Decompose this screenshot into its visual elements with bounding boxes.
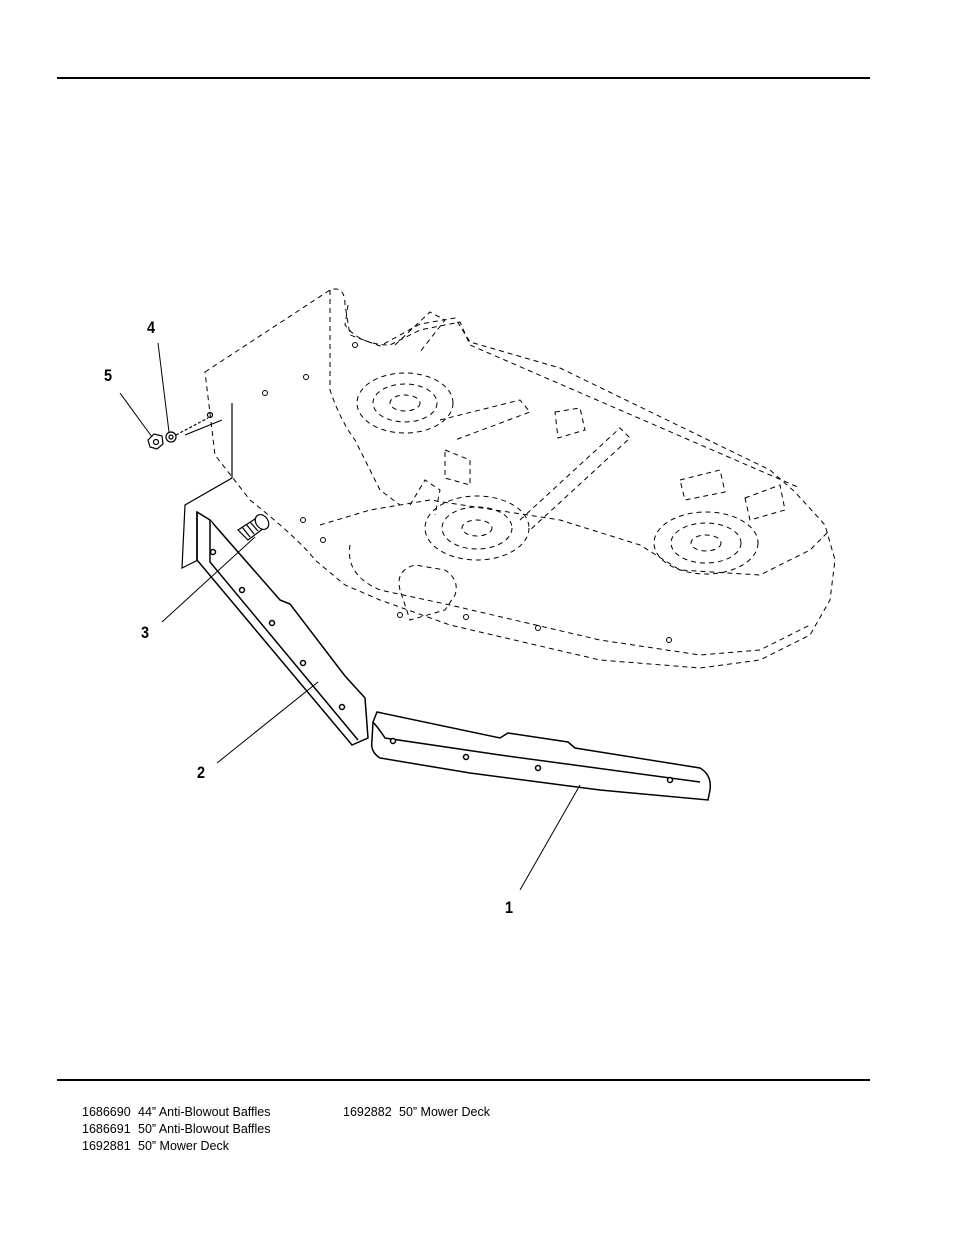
part-list-left: 1686690 44” Anti-Blowout Baffles 1686691 5… xyxy=(82,1104,270,1155)
footer-rule xyxy=(57,1079,870,1081)
part-number: 1692882 xyxy=(343,1105,392,1119)
part-number: 1692881 xyxy=(82,1139,131,1153)
part-description: 50” Anti-Blowout Baffles xyxy=(138,1122,271,1136)
side-plate xyxy=(181,403,233,569)
callout-5: 5 xyxy=(104,366,113,385)
list-item: 1686691 50” Anti-Blowout Baffles xyxy=(82,1121,270,1138)
part-list-right: 1692882 50” Mower Deck xyxy=(343,1104,490,1121)
list-item: 1692882 50” Mower Deck xyxy=(343,1104,490,1121)
list-item: 1692881 50” Mower Deck xyxy=(82,1138,270,1155)
callout-1: 1 xyxy=(505,898,514,917)
callout-3: 3 xyxy=(141,623,150,642)
list-item: 1686690 44” Anti-Blowout Baffles xyxy=(82,1104,270,1121)
header-rule xyxy=(57,77,870,79)
part-description: 50” Mower Deck xyxy=(138,1139,229,1153)
part-number: 1686691 xyxy=(82,1122,131,1136)
callout-2: 2 xyxy=(197,763,206,782)
part-number: 1686690 xyxy=(82,1105,131,1119)
callout-4: 4 xyxy=(147,318,156,337)
washer-and-nut xyxy=(147,417,209,450)
baffle-angled xyxy=(196,510,369,746)
part-description: 44” Anti-Blowout Baffles xyxy=(138,1105,271,1119)
part-description: 50” Mower Deck xyxy=(399,1105,490,1119)
baffle-front xyxy=(370,711,712,801)
carriage-bolt xyxy=(237,513,270,541)
mower-deck-phantom xyxy=(204,288,836,669)
deck-holes xyxy=(262,342,672,643)
leader-lines xyxy=(119,342,581,891)
